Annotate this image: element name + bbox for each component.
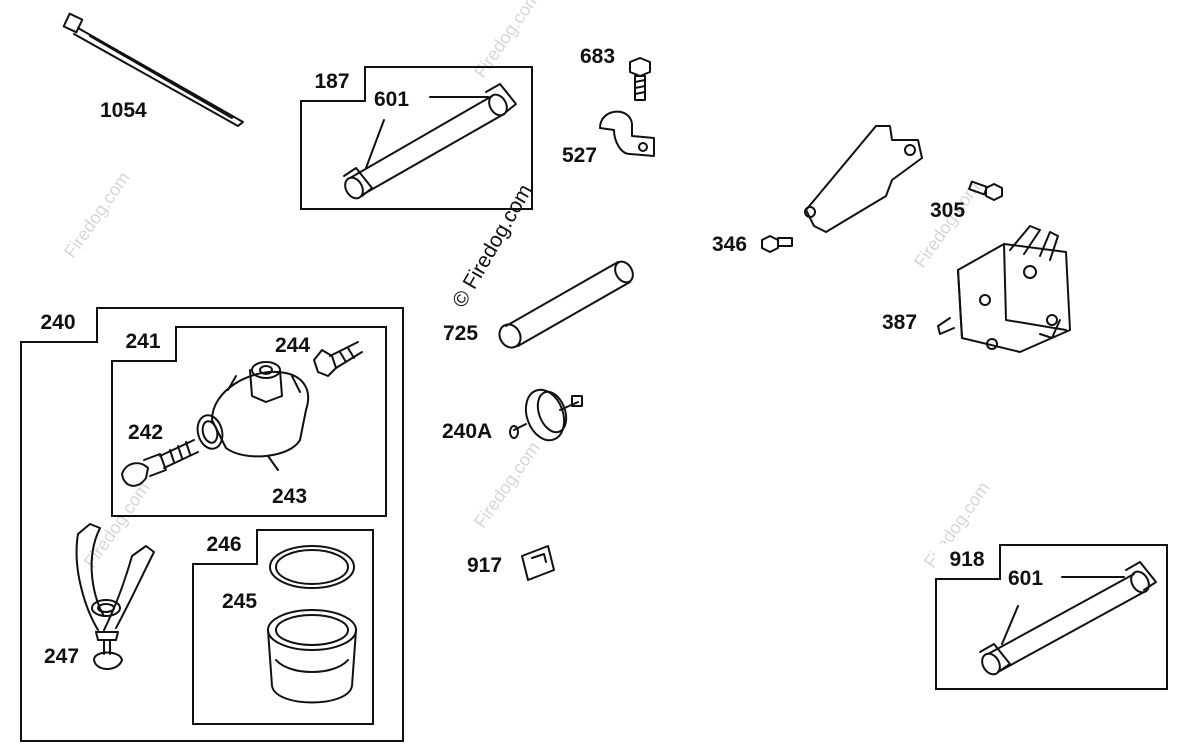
fitting-244 (314, 342, 362, 376)
label-387: 387 (882, 311, 918, 334)
tube-725 (495, 258, 636, 351)
label-1054: 1054 (100, 99, 147, 122)
fuel-line-187 (342, 84, 516, 202)
group-tag-241: 241 (111, 326, 177, 362)
inline-filter-240a (510, 384, 582, 445)
filter-housing-243 (194, 362, 308, 470)
valve-242 (122, 440, 198, 486)
cable-tie-1054 (64, 14, 243, 126)
group-tag-240: 240 (20, 307, 98, 343)
group-tag-246: 246 (192, 529, 258, 565)
label-725: 725 (443, 322, 479, 345)
label-683: 683 (580, 45, 616, 68)
fuel-pump-387 (938, 226, 1070, 352)
label-305: 305 (930, 199, 966, 222)
group-box-918 (935, 544, 1168, 690)
label-601-top: 601 (374, 88, 410, 111)
gasket-245 (270, 546, 354, 588)
label-243: 243 (272, 485, 308, 508)
fuel-line-918 (979, 562, 1156, 678)
label-244: 244 (275, 334, 311, 357)
label-601-bottom: 601 (1008, 567, 1044, 590)
group-box-240 (20, 307, 404, 742)
group-box-246 (192, 529, 374, 725)
clip-917 (522, 546, 554, 580)
label-240a: 240A (442, 420, 493, 443)
screw-305 (969, 182, 1002, 200)
screw-346 (762, 236, 792, 252)
group-tag-918: 918 (935, 544, 1001, 580)
label-917: 917 (467, 554, 503, 577)
label-245: 245 (222, 590, 258, 613)
label-242: 242 (128, 421, 164, 444)
bail-247 (77, 524, 154, 669)
label-346: 346 (712, 233, 748, 256)
label-527: 527 (562, 144, 598, 167)
group-tag-187: 187 (300, 66, 366, 102)
bracket (805, 126, 922, 232)
clamp-527 (600, 112, 654, 156)
group-box-187 (300, 66, 533, 210)
group-box-241 (111, 326, 387, 517)
label-247: 247 (44, 645, 80, 668)
bolt-683 (630, 58, 650, 100)
bowl-246 (268, 610, 356, 703)
